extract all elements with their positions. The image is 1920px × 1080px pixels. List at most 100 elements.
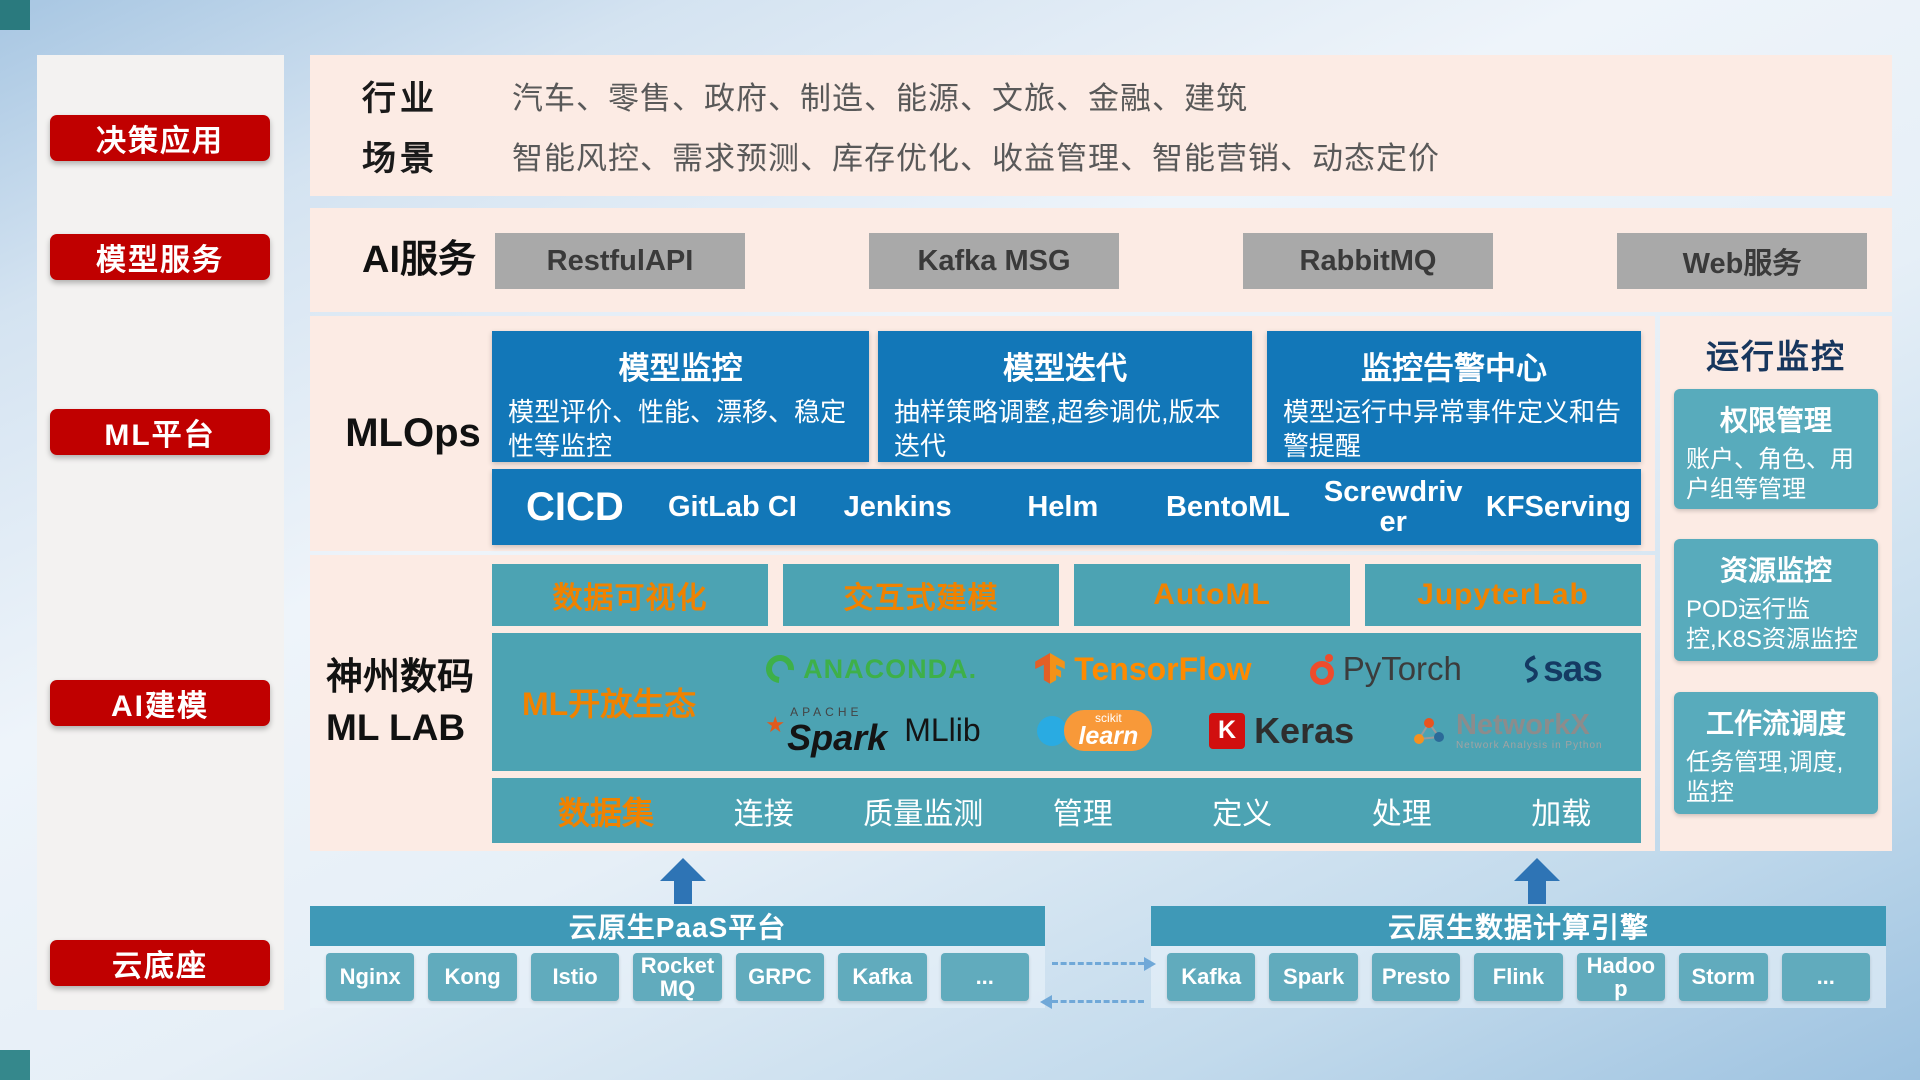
- left-category-rail: 决策应用 模型服务 ML平台 AI建模 云底座: [37, 55, 284, 1010]
- industry-label: 行业: [362, 80, 438, 119]
- ml-lab-panel: 神州数码 ML LAB 数据可视化 交互式建模 AutoML JupyterLa…: [310, 555, 1655, 851]
- cicd-label: CICD: [526, 484, 624, 529]
- mlops-panel: MLOps 模型监控 模型评价、性能、漂移、稳定性等监控 模型迭代 抽样策略调整…: [310, 316, 1655, 551]
- dataset-connect: 连接: [733, 797, 794, 831]
- mlops-label: MLOps: [345, 411, 481, 455]
- rocketmq-chip: RocketMQ: [633, 953, 722, 1001]
- alert-center-card: 监控告警中心 模型运行中异常事件定义和告警提醒: [1267, 331, 1641, 462]
- kong-chip: Kong: [428, 953, 517, 1001]
- scikit-learn-icon: [1037, 715, 1068, 746]
- automl-button: AutoML: [1074, 564, 1350, 626]
- sas-wordmark: sas: [1543, 648, 1603, 690]
- ai-service-panel: AI服务 RestfulAPI Kafka MSG RabbitMQ Web服务: [310, 208, 1892, 312]
- grpc-chip: GRPC: [735, 953, 825, 1001]
- data-visualization-button: 数据可视化: [492, 564, 768, 626]
- industry-scene-panel: 行业 汽车、零售、政府、制造、能源、文旅、金融、建筑 场景 智能风控、需求预测、…: [310, 55, 1892, 196]
- card-description: 账户、角色、用户组等管理: [1686, 446, 1854, 503]
- category-ai-modeling: AI建模: [50, 680, 270, 726]
- presto-chip: Presto: [1371, 953, 1461, 1001]
- cicd-bentoml: BentoML: [1165, 490, 1290, 523]
- rabbitmq-button: RabbitMQ: [1243, 233, 1493, 289]
- anaconda-wordmark: ANACONDA.: [803, 653, 978, 684]
- keras-wordmark: Keras: [1254, 709, 1355, 751]
- sas-logo: sas: [1520, 648, 1603, 690]
- kafka-msg-button: Kafka MSG: [869, 233, 1119, 289]
- jupyterlab-button: JupyterLab: [1365, 564, 1641, 626]
- category-ml-platform: ML平台: [50, 409, 270, 455]
- card-title: 监控告警中心: [1361, 351, 1547, 386]
- corner-decoration-top-left: [0, 0, 30, 30]
- data-engine-bar: 云原生数据计算引擎: [1151, 906, 1886, 946]
- card-title: 权限管理: [1719, 405, 1832, 436]
- spark-mllib-logo: APACHE ★ Spark MLlib: [765, 706, 980, 756]
- networkx-subtitle: Network Analysis in Python: [1455, 739, 1603, 751]
- tensorflow-wordmark: TensorFlow: [1074, 650, 1252, 687]
- scene-label: 场景: [362, 139, 438, 178]
- dataset-label: 数据集: [558, 794, 655, 831]
- spark-wordmark: Spark: [787, 716, 888, 758]
- card-description: POD运行监控,K8S资源监控: [1686, 596, 1859, 653]
- paas-components-strip: Nginx Kong Istio RocketMQ GRPC Kafka ...: [310, 946, 1045, 1008]
- engine-components-strip: Kafka Spark Presto Flink Hadoop Storm ..…: [1151, 946, 1886, 1008]
- ecosystem-logo-row: ANACONDA. TensorFlow PyTorch: [727, 648, 1641, 690]
- scikit-learn-badge: scikit learn: [1064, 710, 1153, 752]
- cicd-gitlab-ci: GitLab CI: [667, 490, 797, 523]
- pytorch-icon: [1309, 654, 1334, 686]
- card-title: 资源监控: [1719, 555, 1832, 586]
- spark-wordmark-block: APACHE ★ Spark: [765, 706, 887, 756]
- runtime-monitoring-title: 运行监控: [1706, 338, 1846, 375]
- industry-value: 汽车、零售、政府、制造、能源、文旅、金融、建筑: [512, 81, 1248, 117]
- model-iteration-card: 模型迭代 抽样策略调整,超参调优,版本迭代: [878, 331, 1252, 462]
- interactive-modeling-button: 交互式建模: [783, 564, 1059, 626]
- model-monitoring-card: 模型监控 模型评价、性能、漂移、稳定性等监控: [492, 331, 869, 462]
- ml-lab-title: 神州数码 ML LAB: [326, 555, 486, 851]
- resource-monitoring-card: 资源监控 POD运行监控,K8S资源监控: [1674, 539, 1878, 661]
- industry-row: 行业 汽车、零售、政府、制造、能源、文旅、金融、建筑: [310, 71, 1892, 120]
- more-chip: ...: [1781, 953, 1870, 1001]
- card-title: 模型迭代: [1003, 351, 1127, 386]
- keras-logo: K Keras: [1209, 710, 1354, 752]
- pytorch-wordmark: PyTorch: [1342, 650, 1462, 688]
- spark-star-icon: ★: [765, 711, 786, 737]
- dataset-load: 加载: [1531, 797, 1592, 831]
- dataset-process: 处理: [1371, 797, 1432, 831]
- category-cloud-base: 云底座: [50, 940, 270, 986]
- keras-icon: K: [1209, 712, 1246, 749]
- web-service-button: Web服务: [1617, 233, 1867, 289]
- pytorch-logo: PyTorch: [1309, 650, 1462, 688]
- flink-chip: Flink: [1474, 953, 1563, 1001]
- cicd-helm: Helm: [1027, 490, 1099, 523]
- dataset-define: 定义: [1212, 797, 1273, 831]
- anaconda-logo: ANACONDA.: [760, 649, 978, 690]
- category-model-service: 模型服务: [50, 234, 270, 280]
- up-arrow-engine: [1514, 858, 1560, 904]
- up-arrow-paas: [660, 858, 706, 904]
- dataset-quality-monitoring: 质量监测: [863, 797, 984, 831]
- anaconda-icon: [760, 649, 800, 690]
- card-title: 工作流调度: [1705, 708, 1846, 739]
- ecosystem-logo-row: APACHE ★ Spark MLlib scikit learn: [727, 706, 1641, 756]
- card-description: 任务管理,调度,监控: [1686, 749, 1844, 806]
- learn-wordmark: learn: [1078, 722, 1139, 751]
- kafka-chip: Kafka: [1167, 953, 1256, 1001]
- card-description: 模型运行中异常事件定义和告警提醒: [1283, 397, 1622, 461]
- workflow-scheduling-card: 工作流调度 任务管理,调度,监控: [1674, 692, 1878, 814]
- cicd-kfserving: KFServing: [1485, 490, 1631, 523]
- ml-lab-title-line2: ML LAB: [326, 707, 466, 748]
- card-description: 抽样策略调整,超参调优,版本迭代: [894, 397, 1221, 461]
- card-description: 模型评价、性能、漂移、稳定性等监控: [508, 397, 847, 461]
- card-title: 模型监控: [618, 351, 743, 386]
- cicd-screwdriver: Screwdriver: [1323, 475, 1463, 538]
- sas-icon: [1525, 655, 1538, 684]
- scikit-learn-logo: scikit learn: [1037, 710, 1153, 752]
- networkx-wordmark: NetworkX: [1455, 709, 1590, 742]
- dataflow-arrow-right: [1052, 957, 1156, 971]
- ml-lab-tools-row: 数据可视化 交互式建模 AutoML JupyterLab: [492, 564, 1641, 626]
- corner-decoration-bottom-left: [0, 1050, 30, 1080]
- ml-open-ecosystem-label: ML开放生态: [522, 686, 697, 722]
- category-decision-applications: 决策应用: [50, 115, 270, 161]
- networkx-icon: [1413, 717, 1444, 744]
- cicd-jenkins: Jenkins: [843, 490, 952, 523]
- ai-service-buttons: RestfulAPI Kafka MSG RabbitMQ Web服务: [495, 233, 1867, 289]
